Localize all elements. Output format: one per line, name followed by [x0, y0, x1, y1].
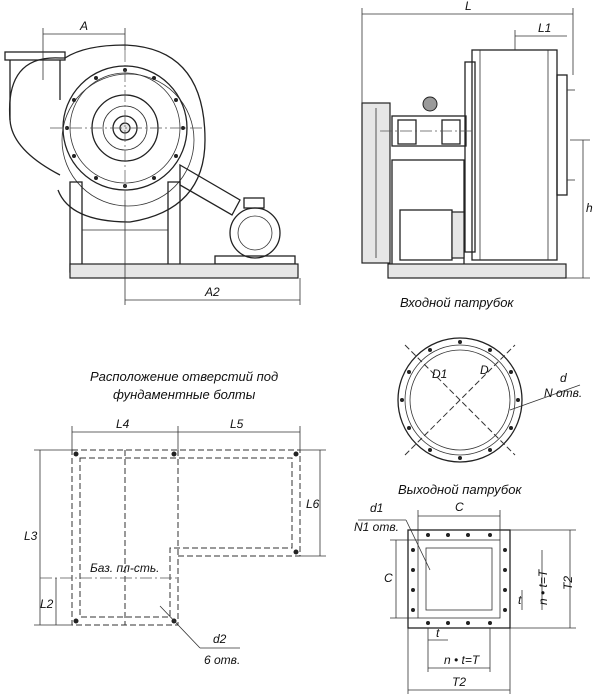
- dim-l3-label: L3: [24, 529, 38, 543]
- inlet-hole-count-label: N отв.: [544, 386, 582, 400]
- dim-a2-label: A2: [204, 285, 220, 299]
- foundation-holes: [73, 451, 299, 624]
- outlet-t-horiz-label: t: [436, 626, 440, 640]
- foundation-plan: L4 L5 L6 L3 Баз. пл-сть. L2 d2 6 отв.: [24, 417, 326, 667]
- inlet-title: Входной патрубок: [400, 295, 514, 310]
- foundation-title-line2: фундаментные болты: [113, 387, 256, 402]
- outlet-holes: [411, 533, 507, 625]
- outlet-d1-label: d1: [370, 501, 383, 515]
- outlet-c-top-label: C: [455, 500, 464, 514]
- outlet-t2-vert-label: T2: [561, 576, 575, 590]
- inlet-flange: D1 D d N отв.: [397, 337, 582, 463]
- foundation-title-line1: Расположение отверстий под: [90, 369, 278, 384]
- outlet-nt-horiz-label: n • t=T: [444, 653, 481, 667]
- base-plane-label: Баз. пл-сть.: [90, 561, 159, 575]
- dim-l2-label: L2: [40, 597, 54, 611]
- outlet-title: Выходной патрубок: [398, 482, 522, 497]
- side-view: L L1 h: [361, 0, 593, 279]
- front-flange-holes: [65, 68, 185, 188]
- inlet-d-label: D: [480, 363, 489, 377]
- inlet-holes: [400, 340, 520, 460]
- hole-count-label: 6 отв.: [204, 653, 240, 667]
- inlet-hole-d-label: d: [560, 371, 567, 385]
- front-view: A A2: [4, 19, 301, 305]
- inlet-d1-label: D1: [432, 367, 447, 381]
- dim-l6-label: L6: [306, 497, 320, 511]
- dim-l5-label: L5: [230, 417, 244, 431]
- dim-l-label: L: [465, 0, 472, 13]
- dim-l4-label: L4: [116, 417, 130, 431]
- outlet-flange: C C d1 N1 отв. t n • t=T T2 t n • t=T T2: [354, 500, 576, 694]
- dim-l1-label: L1: [538, 21, 551, 35]
- dim-a-label: A: [79, 19, 88, 33]
- hole-d2-label: d2: [213, 632, 227, 646]
- outlet-c-left-label: C: [384, 571, 393, 585]
- outlet-t-vert-label: t: [518, 593, 522, 607]
- dim-h-label: h: [586, 201, 593, 215]
- outlet-t2-horiz-label: T2: [452, 675, 466, 689]
- outlet-nt-vert-label: n • t=T: [536, 568, 550, 605]
- outlet-n1-label: N1 отв.: [354, 520, 399, 534]
